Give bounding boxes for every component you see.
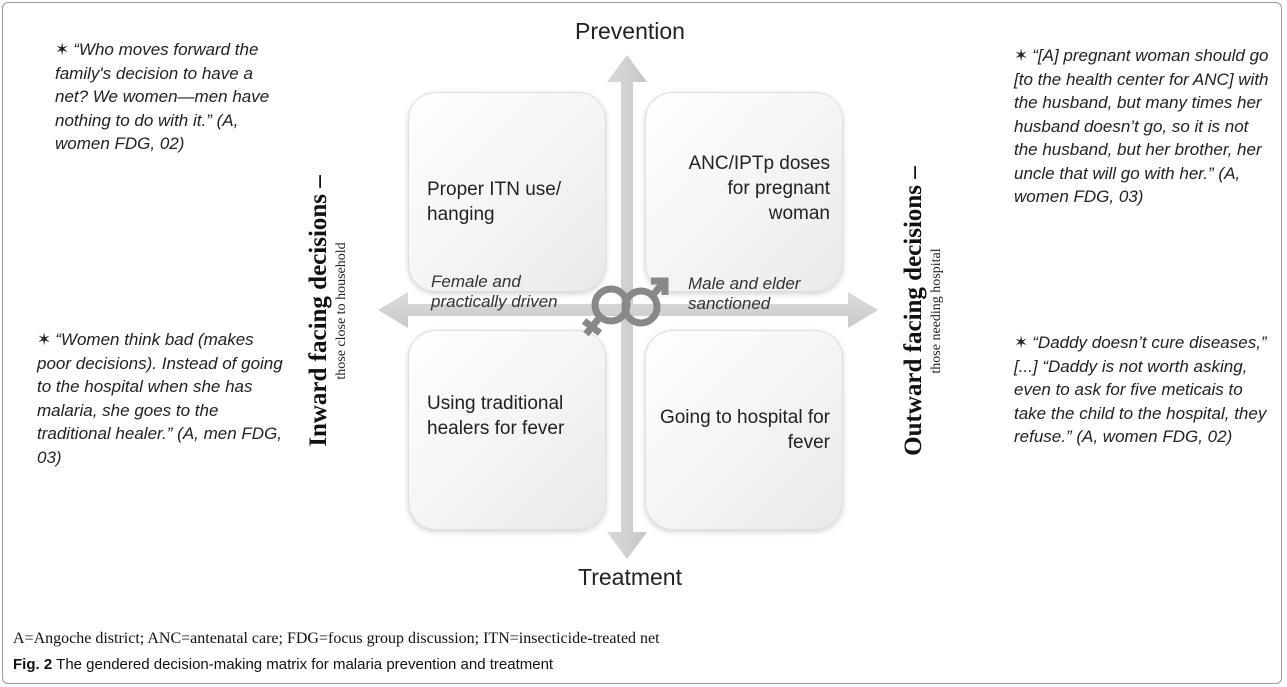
figure-caption-text: The gendered decision-making matrix for …	[56, 656, 554, 673]
quadrant-top-right-text: ANC/IPTp doses for pregnant woman	[688, 153, 831, 224]
quadrant-bottom-left-text: Using traditional healers for fever	[427, 393, 565, 439]
quote-top-left-text: “Who moves forward the family's decision…	[55, 40, 270, 153]
quadrant-top-left-text: Proper ITN use/ hanging	[427, 179, 562, 225]
quadrant-box-top-right	[645, 92, 843, 292]
star-icon: ✶	[37, 330, 52, 349]
axis-label-prevention: Prevention	[575, 18, 685, 44]
star-icon: ✶	[55, 40, 70, 59]
quote-bottom-left-text: “Women think bad (makes poor decisions).…	[37, 330, 283, 467]
quadrant-box-bottom-left	[408, 330, 606, 530]
quote-top-right: ✶“[A] pregnant woman should go [to the h…	[1014, 44, 1276, 209]
quote-top-right-text: “[A] pregnant woman should go [to the he…	[1014, 46, 1269, 206]
arrow-label-female: Female and practically driven	[431, 272, 558, 311]
axis-label-treatment: Treatment	[578, 564, 682, 590]
quadrant-box-top-left	[408, 92, 606, 292]
male-symbol-icon	[621, 277, 669, 327]
quote-bottom-right-text: “Daddy doesn’t cure diseases,” [...] “Da…	[1014, 333, 1267, 446]
star-icon: ✶	[1014, 333, 1029, 352]
quadrant-bottom-right-text: Going to hospital for fever	[659, 407, 830, 453]
figure-caption-label: Fig. 2	[13, 656, 53, 673]
quote-top-left: ✶“Who moves forward the family's decisio…	[55, 38, 290, 156]
star-icon: ✶	[1014, 46, 1029, 65]
quote-bottom-right: ✶“Daddy doesn’t cure diseases,” [...] “D…	[1014, 331, 1276, 449]
footnote: A=Angoche district; ANC=antenatal care; …	[13, 630, 660, 647]
quadrant-box-bottom-right	[645, 330, 843, 530]
quote-bottom-left: ✶“Women think bad (makes poor decisions)…	[37, 328, 287, 469]
arrow-label-male: Male and elder sanctioned	[688, 274, 801, 313]
